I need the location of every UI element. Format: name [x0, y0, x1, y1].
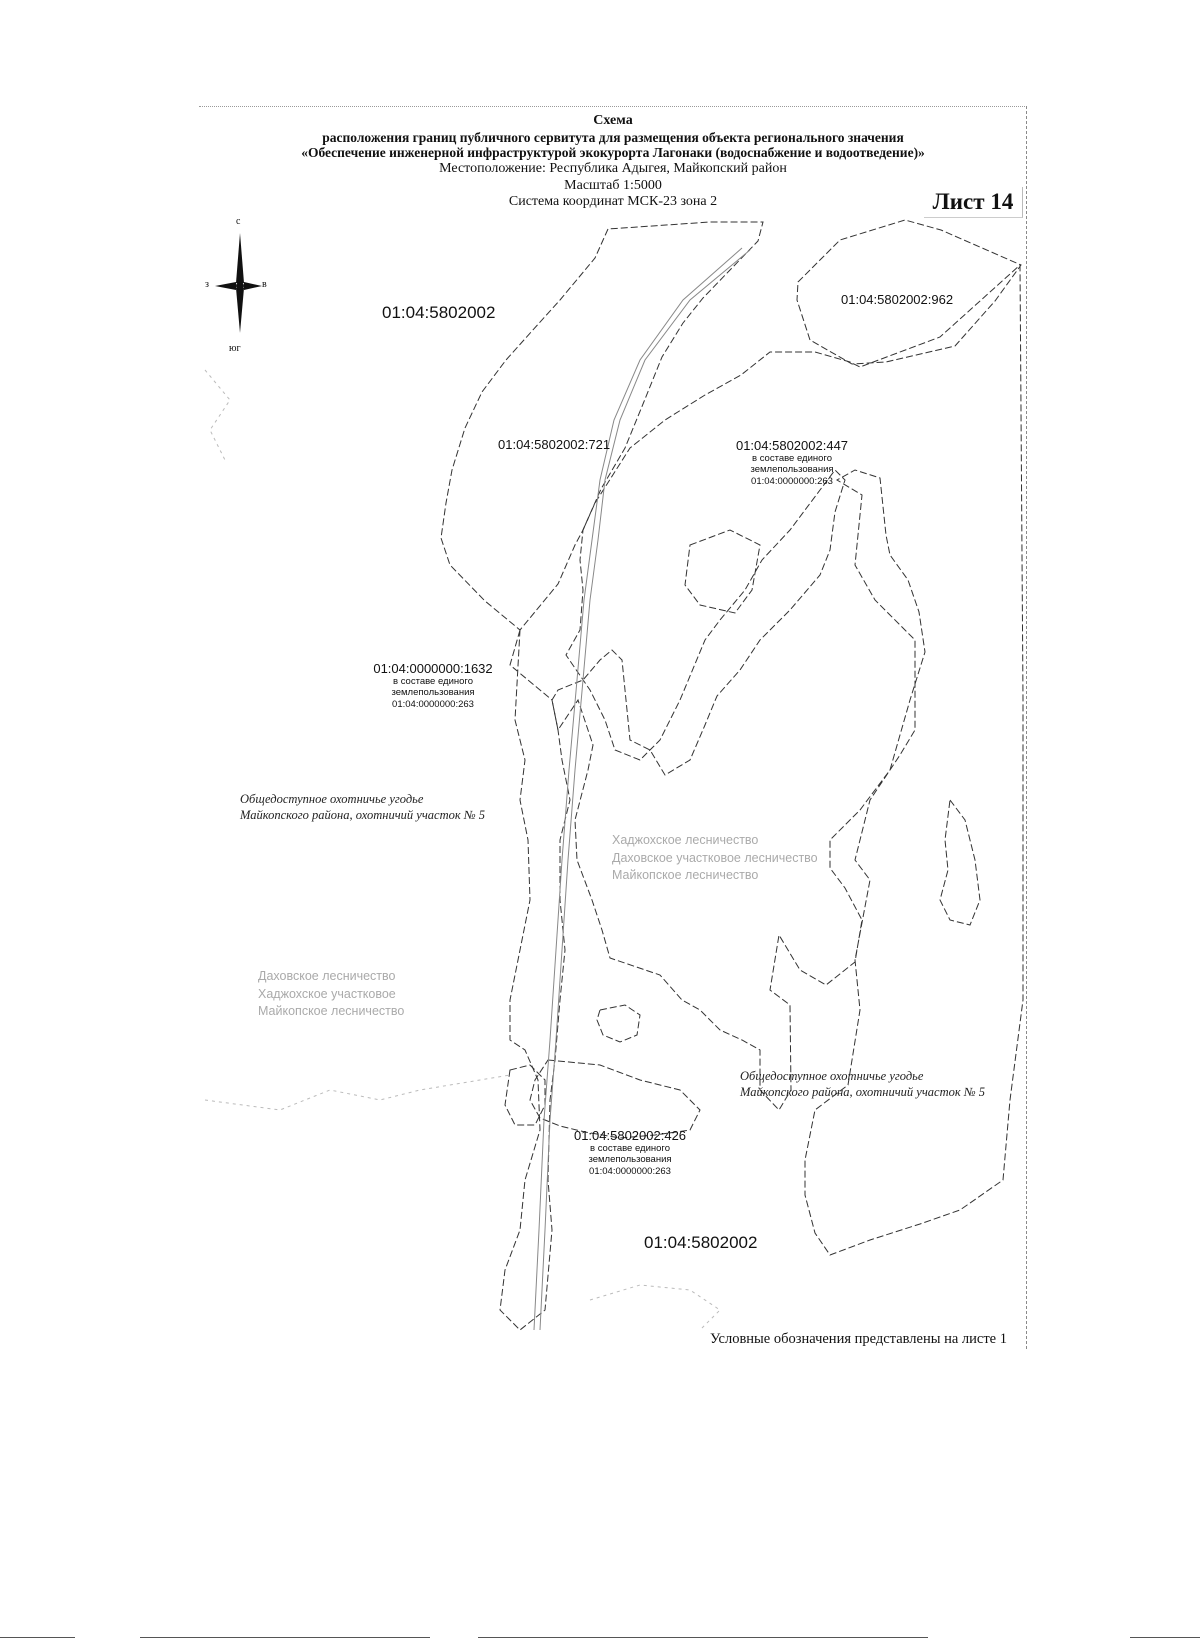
parcel-426-note-2: землепользования	[588, 1154, 672, 1166]
title-block: Схема расположения границ публичного сер…	[199, 113, 1027, 211]
hunting-left-line-2: Майкопского района, охотничий участок № …	[240, 808, 486, 823]
parcel-426-note-1: в составе единого	[590, 1143, 670, 1154]
coordinate-system-text: Система координат МСК-23 зона 2	[508, 194, 718, 210]
compass-east-letter: в	[262, 279, 267, 290]
parcel-boundary-447	[551, 263, 1024, 1256]
map-frame-top	[199, 106, 1027, 107]
parcel-447-note-3: 01:04:0000000:263	[751, 475, 833, 487]
hunting-right-line-2: Майкопского района, охотничий участок № …	[740, 1085, 986, 1100]
location-text: Местоположение: Республика Адыгея, Майко…	[439, 161, 787, 177]
parcel-447-note-1: в составе единого	[752, 453, 832, 464]
footer-rule-2	[140, 1637, 430, 1638]
sheet-number: Лист 14	[924, 187, 1023, 218]
hunting-ground-label-right: Общедоступное охотничье угодье Майкопско…	[740, 1068, 985, 1101]
parcel-426-note-3: 01:04:0000000:263	[589, 1165, 671, 1177]
footer-rule-3	[478, 1637, 928, 1638]
island-polygon-1	[684, 529, 761, 614]
parcel-label-447: 01:04:5802002:447 в составе единого земл…	[718, 438, 866, 487]
block-label-top: 01:04:5802002	[382, 303, 496, 322]
footer-rule-1	[0, 1637, 75, 1638]
forestry-label-center: Хаджохское лесничество Даховское участко…	[612, 832, 818, 885]
map-frame-right	[1026, 106, 1027, 1349]
island-polygon-2	[939, 798, 981, 926]
parcel-boundary-1632	[499, 629, 571, 1331]
forestry-left-line-3: Майкопское лесничество	[258, 1004, 405, 1018]
parcel-boundary-721	[440, 221, 764, 631]
forestry-left-line-1: Даховское лесничество	[258, 969, 396, 983]
forestry-label-left: Даховское лесничество Хаджохское участко…	[258, 968, 404, 1021]
compass-north-letter: с	[236, 216, 241, 227]
map-title: Схема	[593, 113, 633, 128]
parcel-426-number: 01:04:5802002:426	[573, 1128, 687, 1143]
scale-text: Масштаб 1:5000	[564, 177, 662, 193]
forestry-center-line-3: Майкопское лесничество	[612, 868, 759, 882]
parcel-label-962: 01:04:5802002:962	[841, 292, 954, 307]
block-label-bottom: 01:04:5802002	[644, 1233, 758, 1252]
compass-south-letter: юг	[229, 343, 241, 354]
forestry-left-line-2: Хаджохское участковое	[258, 986, 396, 1001]
island-polygon-3	[596, 1004, 641, 1043]
hunting-ground-label-left: Общедоступное охотничье угодье Майкопско…	[240, 791, 485, 824]
map-subtitle: расположения границ публичного сервитута…	[322, 129, 904, 145]
parcel-boundary-426	[529, 1059, 701, 1139]
parcel-label-1632: 01:04:0000000:1632 в составе единого зем…	[358, 661, 508, 710]
contour-left-edge	[204, 369, 231, 461]
object-name: «Обеспечение инженерной инфраструктурой …	[301, 145, 925, 161]
parcel-1632-note-1: в составе единого	[393, 676, 473, 687]
forestry-center-line-2: Даховское участковое лесничество	[612, 850, 818, 865]
legend-note: Условные обозначения представлены на лис…	[710, 1331, 1007, 1347]
hunting-left-line-1: Общедоступное охотничье угодье	[240, 792, 424, 806]
pipeline-route-line-b	[533, 247, 743, 1331]
parcel-boundary-962	[796, 219, 1022, 365]
pipeline-route-line-a	[539, 249, 751, 1331]
parcel-1632-note-3: 01:04:0000000:263	[392, 698, 474, 710]
island-polygon-4	[504, 1064, 546, 1126]
forestry-boundary-left	[204, 1074, 511, 1111]
forestry-center-line-1: Хаджохское лесничество	[612, 833, 759, 847]
parcel-447-number: 01:04:5802002:447	[735, 438, 849, 453]
forestry-boundary-lower	[589, 1284, 721, 1331]
compass-west-letter: з	[205, 279, 209, 290]
parcel-label-721: 01:04:5802002:721	[498, 437, 611, 452]
compass-rose	[215, 233, 262, 333]
parcel-1632-note-2: землепользования	[391, 687, 475, 699]
parcel-1632-number: 01:04:0000000:1632	[373, 661, 493, 676]
parcel-label-426: 01:04:5802002:426 в составе единого земл…	[560, 1128, 700, 1177]
footer-rule-4	[1130, 1637, 1200, 1638]
hunting-right-line-1: Общедоступное охотничье угодье	[740, 1069, 924, 1083]
parcel-447-note-2: землепользования	[750, 464, 834, 476]
